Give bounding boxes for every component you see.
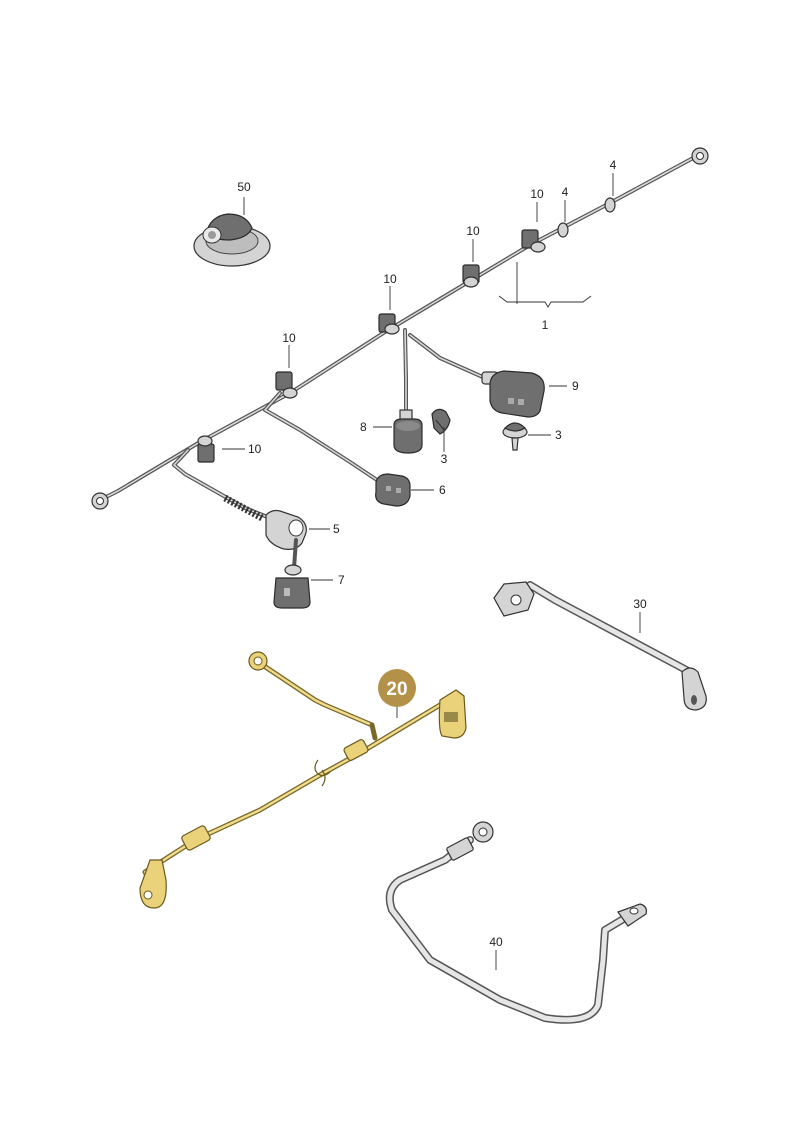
badge-circle [378,669,416,707]
connector-9[interactable] [481,370,545,418]
grommet-part[interactable] [193,213,271,267]
callout-labels: 50 10 4 4 10 10 10 10 1 9 8 3 3 6 5 7 30… [237,158,647,949]
harness-clip-4[interactable] [462,264,480,288]
sensor-7[interactable] [273,538,311,609]
callout-8: 8 [360,420,367,434]
ground-strap-30[interactable] [493,581,707,711]
callout-7: 7 [338,573,345,587]
callout-9: 9 [572,379,579,393]
callout-50: 50 [237,180,251,194]
callout-3-left: 3 [441,452,448,466]
callout-10-fourth: 10 [282,331,296,345]
sensor-8[interactable] [393,409,423,454]
clip-3-right[interactable] [502,422,528,451]
callout-5: 5 [333,522,340,536]
callout-badge-20[interactable]: 20 [378,669,416,707]
callout-40: 40 [489,935,503,949]
cable-tie-2[interactable] [604,197,616,213]
harness-clip-5[interactable] [521,229,546,253]
callout-30: 30 [633,597,647,611]
callout-10-top: 10 [530,187,544,201]
sensor-5[interactable] [265,509,307,550]
ground-cable-40[interactable] [385,821,647,1024]
cable-tie-1[interactable] [557,222,569,238]
harness-clip-2[interactable] [275,371,298,399]
connector-6[interactable] [375,473,411,507]
callout-10-second: 10 [466,224,480,238]
harness-clip-3[interactable] [378,313,400,335]
callout-6: 6 [439,483,446,497]
callout-4-left: 4 [562,185,569,199]
badge-label: 20 [386,679,407,700]
main-wiring-harness[interactable] [91,147,709,522]
callout-10-fifth: 10 [248,442,262,456]
callout-1: 1 [542,318,549,332]
callout-4-right: 4 [610,158,617,172]
ground-cable-20[interactable] [139,651,467,909]
harness-clip-1[interactable] [197,435,215,463]
clip-3-left[interactable] [431,408,451,435]
leader-lines [222,173,641,970]
callout-10-third: 10 [383,272,397,286]
callout-3-right: 3 [555,428,562,442]
